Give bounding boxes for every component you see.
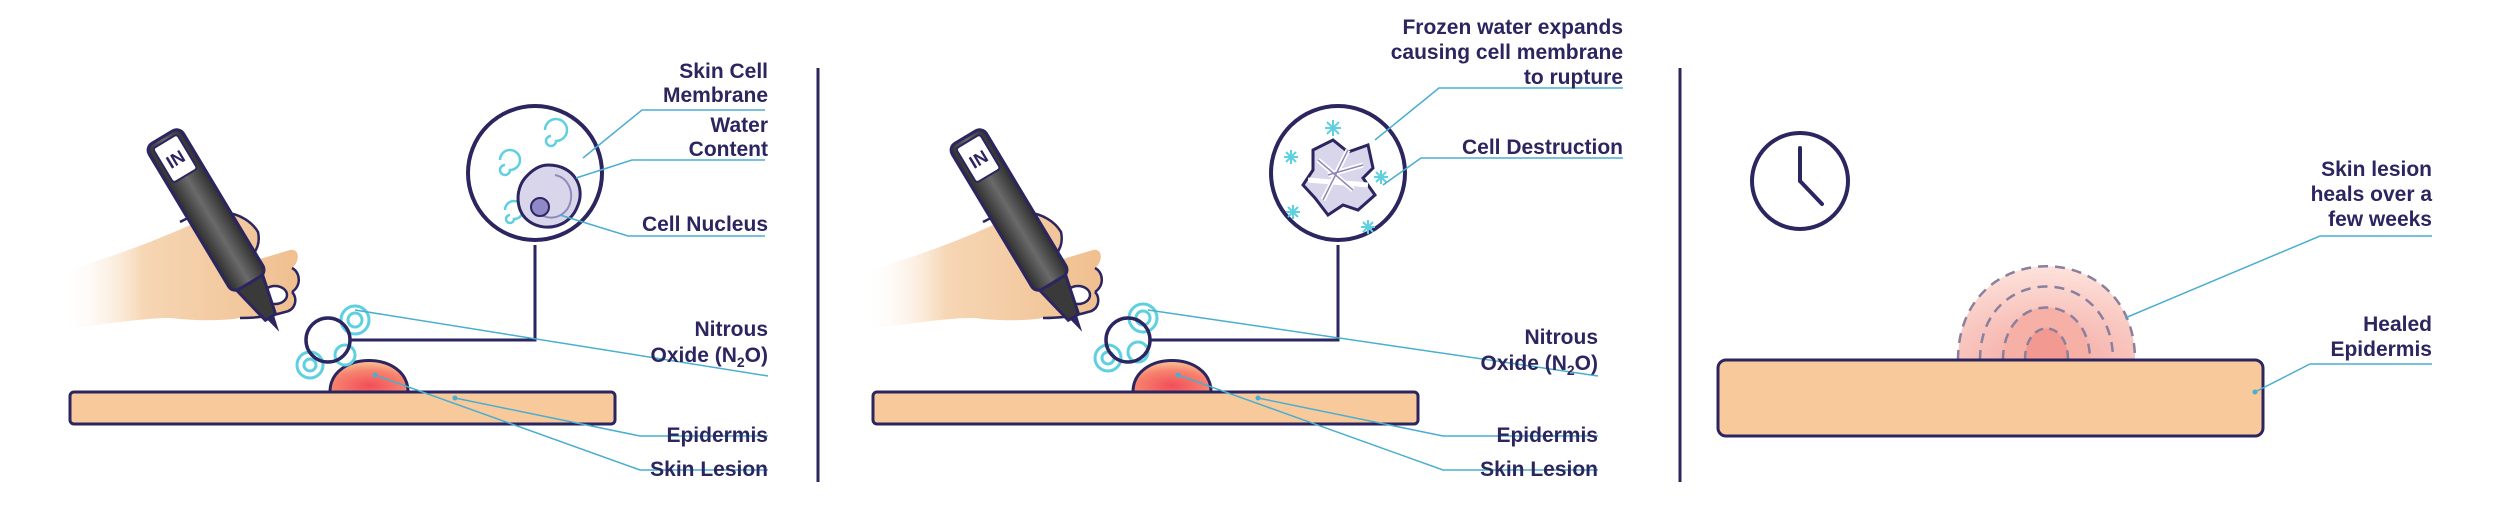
label-nitrous-line2a: Oxide (N — [651, 344, 737, 367]
healed-epidermis-bar — [1716, 358, 2265, 438]
leader-lines — [354, 109, 769, 471]
label-nitrous-line1: Nitrous — [695, 318, 769, 341]
label-frozen-line2: causing cell membrane — [1391, 41, 1623, 64]
label-frozen-line1: Frozen water expands — [1402, 16, 1623, 39]
label-skin-lesion-2: Skin Lesion — [1480, 458, 1598, 481]
label-cell-destruction: Cell Destruction — [1462, 136, 1623, 159]
ice-crystal-icons — [1284, 120, 1388, 234]
epidermis-bar-2 — [871, 390, 1420, 426]
label-heals-line3: few weeks — [2328, 208, 2432, 231]
label-skin-cell-line2: Membrane — [663, 84, 768, 107]
label-water-line1: Water — [710, 114, 768, 137]
svg-text:Oxide (N2O): Oxide (N2O) — [651, 344, 768, 370]
label-frozen-line3: to rupture — [1524, 66, 1623, 89]
skin-lesion-2 — [1131, 359, 1213, 394]
destroyed-cell — [1301, 138, 1378, 218]
label-nitrous-sub: 2 — [737, 354, 745, 370]
label-nitrous2-line2a: Oxide (N — [1481, 352, 1567, 375]
water-swirl-icons — [498, 117, 569, 225]
label-healed-line2: Epidermis — [2330, 338, 2432, 361]
label-nitrous2-line2b: O) — [1575, 352, 1598, 375]
leader-lines-3 — [2124, 235, 2432, 393]
cell-nucleus — [530, 197, 550, 217]
label-healed-line1: Healed — [2363, 313, 2432, 336]
cryo-pen: IN — [146, 128, 280, 332]
label-heals-line2: heals over a — [2311, 183, 2433, 206]
panel-3 — [1716, 131, 2432, 438]
spray-zone-ring — [304, 316, 352, 364]
cryo-pen-2: IN — [949, 128, 1083, 332]
label-skin-lesion: Skin Lesion — [650, 458, 768, 481]
label-water-line2: Content — [689, 138, 768, 161]
label-epidermis-2: Epidermis — [1496, 424, 1598, 447]
epidermis-bar — [68, 390, 617, 426]
label-nitrous2-line1: Nitrous — [1525, 326, 1599, 349]
healing-rings — [1956, 265, 2137, 362]
label-nitrous-line2b: O) — [745, 344, 768, 367]
label-cell-nucleus: Cell Nucleus — [642, 213, 768, 236]
label-epidermis: Epidermis — [666, 424, 768, 447]
svg-text:Nitrous: Nitrous — [1525, 326, 1599, 349]
label-heals-line1: Skin lesion — [2321, 158, 2432, 181]
svg-text:Nitrous: Nitrous — [695, 318, 769, 341]
svg-text:Oxide (N2O): Oxide (N2O) — [1481, 352, 1598, 378]
panel-2: IN — [863, 87, 1623, 471]
label-skin-cell-line1: Skin Cell — [679, 60, 768, 83]
panel-1: IN — [60, 60, 769, 481]
label-nitrous2-sub: 2 — [1567, 362, 1575, 378]
clock-icon — [1750, 131, 1850, 231]
leader-lines-2 — [1147, 87, 1623, 471]
